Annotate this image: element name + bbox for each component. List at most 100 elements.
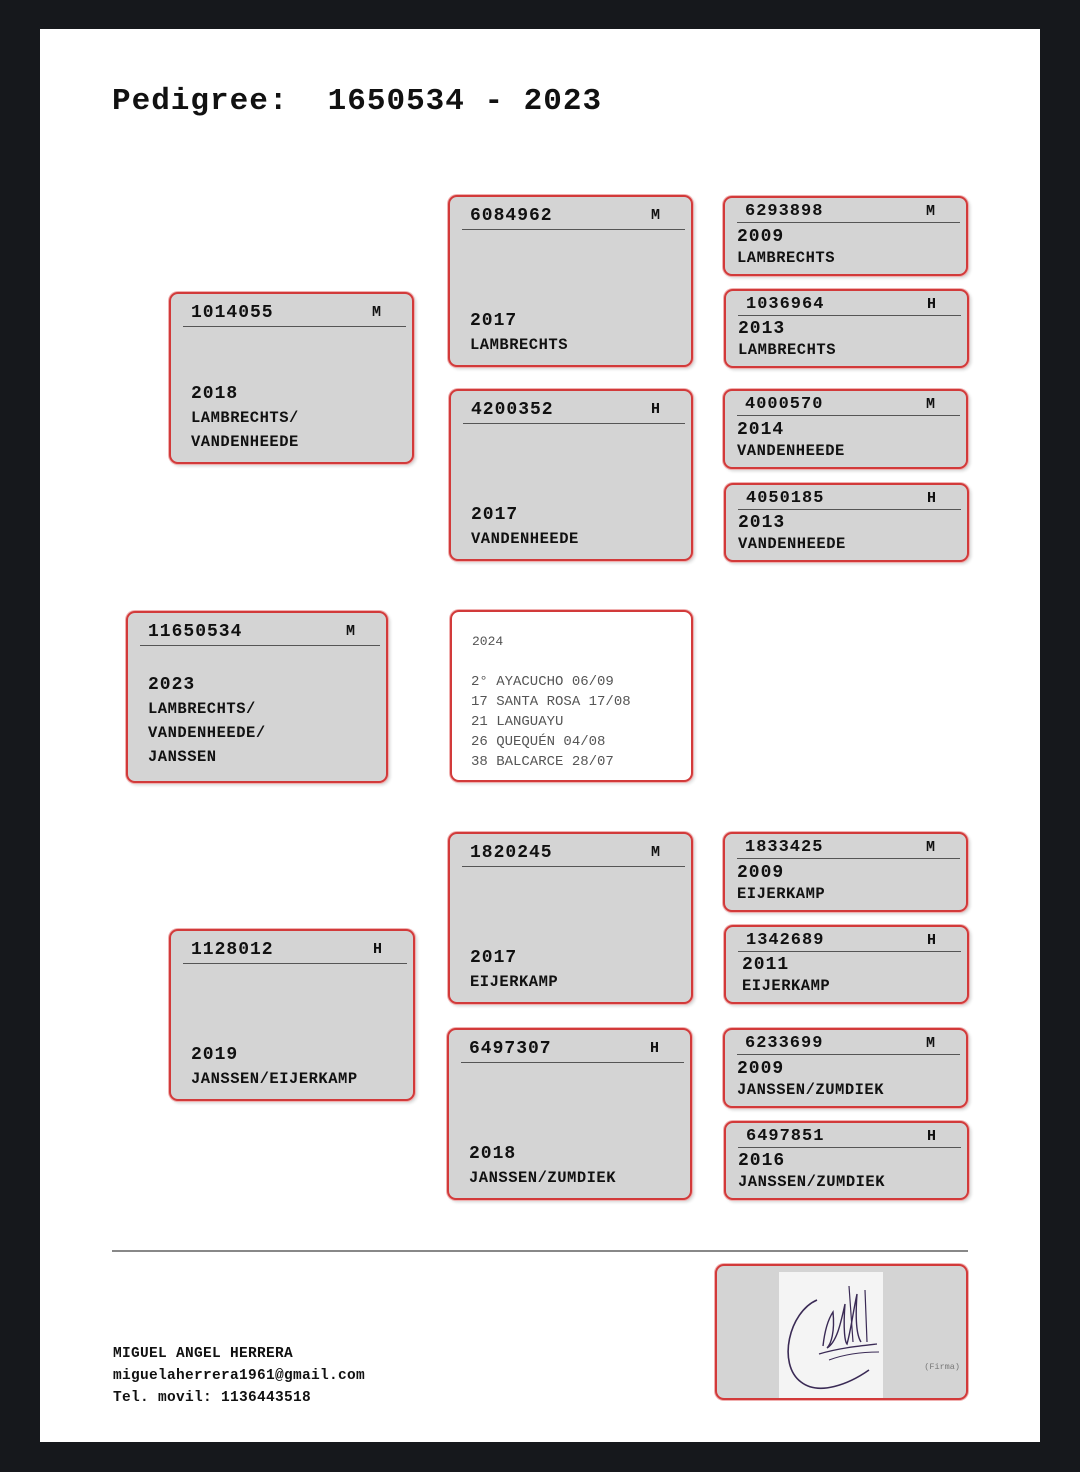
- breed: JANSSEN/ZUMDIEK: [737, 1081, 885, 1099]
- result-item: 21 LANGUAYU: [471, 714, 564, 730]
- sex-label: M: [925, 1035, 936, 1052]
- breed: VANDENHEEDE: [737, 442, 845, 460]
- signature-box: (Firma): [715, 1264, 968, 1400]
- title-value: 1650534 - 2023: [327, 84, 603, 119]
- race-results-box: 2024 2° AYACUCHO 06/09 17 SANTA ROSA 17/…: [450, 610, 693, 782]
- sex-label: H: [926, 296, 937, 313]
- sex-label: H: [926, 490, 937, 507]
- results-year: 2024: [472, 634, 504, 649]
- sex-label: M: [925, 396, 936, 413]
- result-item: 2° AYACUCHO 06/09: [471, 674, 614, 690]
- ring-number: 1342689: [746, 931, 825, 950]
- grandparent-header: 4200352 H: [463, 391, 685, 424]
- sex-label: H: [650, 401, 661, 418]
- breed: LAMBRECHTS: [737, 249, 836, 267]
- sire-year: 2018: [191, 384, 239, 404]
- year: 2013: [738, 319, 786, 339]
- year: 2014: [737, 420, 785, 440]
- sire-sex: M: [371, 304, 382, 321]
- ring-number: 4200352: [471, 400, 554, 420]
- year: 2017: [470, 311, 518, 331]
- subject-card: 11650534 M 2023 LAMBRECHTS/ VANDENHEEDE/…: [126, 611, 388, 783]
- ring-number: 6233699: [745, 1034, 824, 1053]
- dam-year: 2019: [191, 1045, 239, 1065]
- ring-number: 6497851: [746, 1127, 825, 1146]
- ring-number: 6084962: [470, 206, 553, 226]
- dam-details: 2019 JANSSEN/EIJERKAMP: [191, 1043, 358, 1091]
- dam-breed-line: JANSSEN/EIJERKAMP: [191, 1070, 358, 1088]
- sex-label: M: [925, 839, 936, 856]
- subject-header: 11650534 M: [140, 613, 380, 646]
- results-list: 2° AYACUCHO 06/09 17 SANTA ROSA 17/08 21…: [471, 672, 631, 772]
- breed: LAMBRECHTS: [738, 341, 837, 359]
- footer-divider: [112, 1250, 968, 1252]
- year: 2013: [738, 513, 786, 533]
- breed: JANSSEN/ZUMDIEK: [469, 1169, 617, 1187]
- year: 2016: [738, 1151, 786, 1171]
- ring-number: 1820245: [470, 843, 553, 863]
- year: 2009: [737, 227, 785, 247]
- year: 2009: [737, 863, 785, 883]
- sire-breed-line: LAMBRECHTS/: [191, 409, 299, 427]
- sex-label: M: [925, 203, 936, 220]
- ring-number: 6293898: [745, 202, 824, 221]
- ring-number: 1833425: [745, 838, 824, 857]
- year: 2017: [470, 948, 518, 968]
- sire-header: 1014055 M: [183, 294, 406, 327]
- subject-details: 2023 LAMBRECHTS/ VANDENHEEDE/ JANSSEN: [148, 673, 266, 769]
- page-title: Pedigree: 1650534 - 2023: [112, 84, 602, 119]
- owner-email[interactable]: miguelaherrera1961@gmail.com: [113, 1368, 366, 1384]
- ring-number: 1036964: [746, 295, 825, 314]
- great-grandparent-header: 1036964 H: [738, 291, 961, 316]
- year: 2018: [469, 1144, 517, 1164]
- result-item: 26 QUEQUÉN 04/08: [471, 734, 606, 750]
- breed: EIJERKAMP: [470, 973, 559, 991]
- sire-breed-line: VANDENHEEDE: [191, 433, 299, 451]
- dam-sex: H: [372, 941, 383, 958]
- subject-breed-line: VANDENHEEDE/: [148, 724, 266, 742]
- great-grandparent-header: 1833425 M: [737, 834, 960, 859]
- title-label: Pedigree:: [112, 84, 289, 119]
- subject-breed-line: JANSSEN: [148, 748, 217, 766]
- dam-card: 1128012 H 2019 JANSSEN/EIJERKAMP: [169, 929, 415, 1101]
- sire-details: 2018 LAMBRECHTS/ VANDENHEEDE: [191, 382, 299, 454]
- sex-label: M: [650, 207, 661, 224]
- year: 2017: [471, 505, 519, 525]
- signature-paper: [779, 1272, 883, 1398]
- great-grandparent-header: 6233699 M: [737, 1030, 960, 1055]
- sex-label: H: [649, 1040, 660, 1057]
- subject-year: 2023: [148, 675, 196, 695]
- subject-ring-number: 11650534: [148, 622, 243, 642]
- breed: VANDENHEEDE: [471, 530, 579, 548]
- owner-name: MIGUEL ANGEL HERRERA: [113, 1346, 294, 1362]
- breed: VANDENHEEDE: [738, 535, 846, 553]
- result-item: 17 SANTA ROSA 17/08: [471, 694, 631, 710]
- great-grandparent-header: 6293898 M: [737, 198, 960, 223]
- year: 2011: [742, 955, 790, 975]
